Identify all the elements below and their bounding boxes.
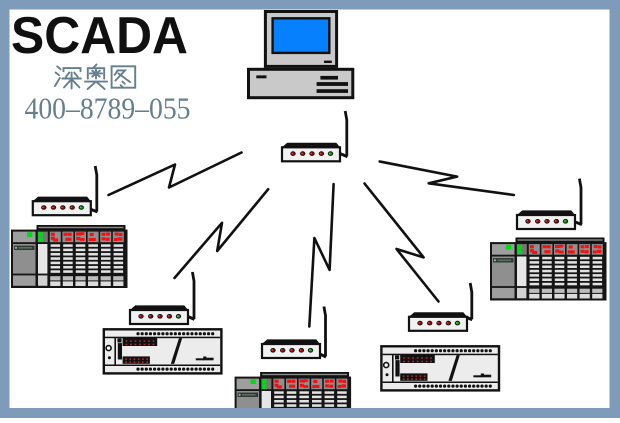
svg-text:SCADA: SCADA: [11, 7, 188, 65]
svg-text:400–8789–055: 400–8789–055: [25, 90, 191, 125]
